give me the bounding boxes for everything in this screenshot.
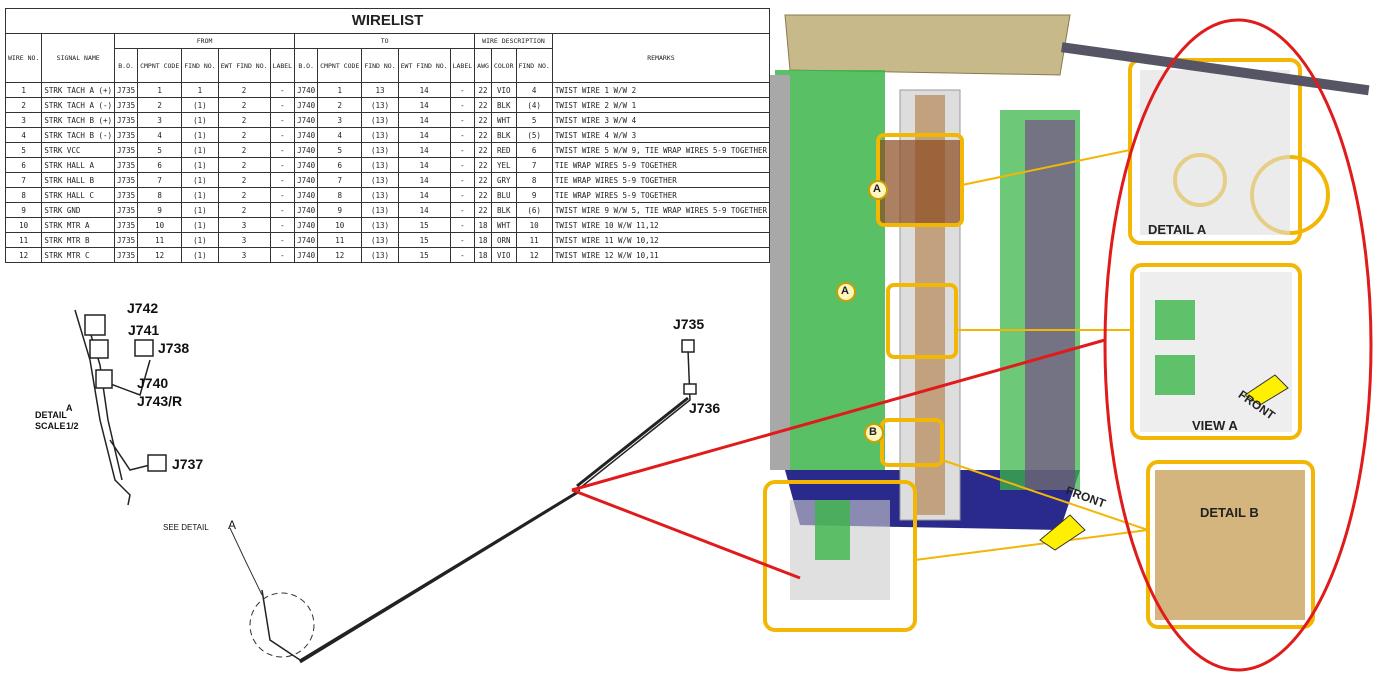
table-cell: (1) xyxy=(181,142,219,158)
label-j738: J738 xyxy=(158,340,190,356)
col-header: WIRE NO. xyxy=(4,33,43,83)
callout-line xyxy=(571,488,801,580)
label-j741: J741 xyxy=(128,322,160,338)
col-header: CMPNT CODE xyxy=(137,48,183,83)
col-header: FIND NO. xyxy=(361,48,399,83)
marker-b-detail: B xyxy=(869,426,877,438)
view-a-inset xyxy=(1130,263,1302,440)
label-j742: J742 xyxy=(127,300,159,316)
col-header: FIND NO. xyxy=(181,48,219,83)
connector-j741 xyxy=(89,339,109,359)
table-cell: 22 xyxy=(474,82,492,98)
label-j740: J740 xyxy=(137,375,169,391)
marker-a-view: A xyxy=(841,285,849,297)
table-cell: 15 xyxy=(397,247,451,263)
table-cell: 3 xyxy=(217,247,271,263)
table-cell: 18 xyxy=(474,247,492,263)
wirelist-title: WIRELIST xyxy=(4,8,771,34)
table-cell: (1) xyxy=(181,247,219,263)
label-scale: SCALE xyxy=(35,421,66,431)
col-header: CMPNT CODE xyxy=(317,48,363,83)
connector-j736 xyxy=(683,383,697,395)
col-header: FIND NO. xyxy=(515,48,553,83)
label-j743r: J743/R xyxy=(137,393,183,409)
label-see-detail: SEE DETAIL xyxy=(163,523,209,532)
table-cell: 12 xyxy=(4,247,43,263)
connector-j738 xyxy=(134,339,154,357)
detail-b-inset xyxy=(1146,460,1315,629)
wire-harness xyxy=(74,309,691,664)
label-detail: DETAIL xyxy=(35,410,67,420)
label-detail-a: A xyxy=(66,403,73,413)
strk-motor-inset xyxy=(763,480,917,632)
table-cell: 6 xyxy=(515,142,553,158)
connector-j742 xyxy=(84,314,106,336)
table-cell: 12 xyxy=(515,247,553,263)
callout-line xyxy=(571,338,1106,492)
label-detail-a-inset: DETAIL A xyxy=(1148,222,1207,237)
connector-j737 xyxy=(147,454,167,472)
label-j737: J737 xyxy=(172,456,204,472)
table-cell: - xyxy=(269,247,296,263)
assembly-illustration xyxy=(770,14,1080,530)
connector-j740 xyxy=(95,369,113,389)
table-cell: (13) xyxy=(361,247,399,263)
callout-ellipse xyxy=(1103,18,1373,672)
connector-j735 xyxy=(681,339,695,353)
table-cell: TWIST WIRE 12 W/W 10,11 xyxy=(551,247,771,263)
col-header: COLOR xyxy=(490,48,517,83)
marker-a-detail: A xyxy=(873,183,881,195)
label-see-detail-ref: A xyxy=(228,518,237,532)
table-cell: 22 xyxy=(474,202,492,218)
label-j736: J736 xyxy=(689,400,721,416)
label-detail-b: DETAIL B xyxy=(1200,505,1259,520)
label-view-a: VIEW A xyxy=(1192,418,1238,433)
wirelist-table: WIRELIST WIRE NO. SIGNAL NAME FROM TO WI… xyxy=(4,8,771,263)
label-scale-value: 1/2 xyxy=(66,421,79,431)
detail-circle xyxy=(249,592,315,658)
col-header: AWG xyxy=(474,48,492,83)
label-j735: J735 xyxy=(673,316,705,332)
